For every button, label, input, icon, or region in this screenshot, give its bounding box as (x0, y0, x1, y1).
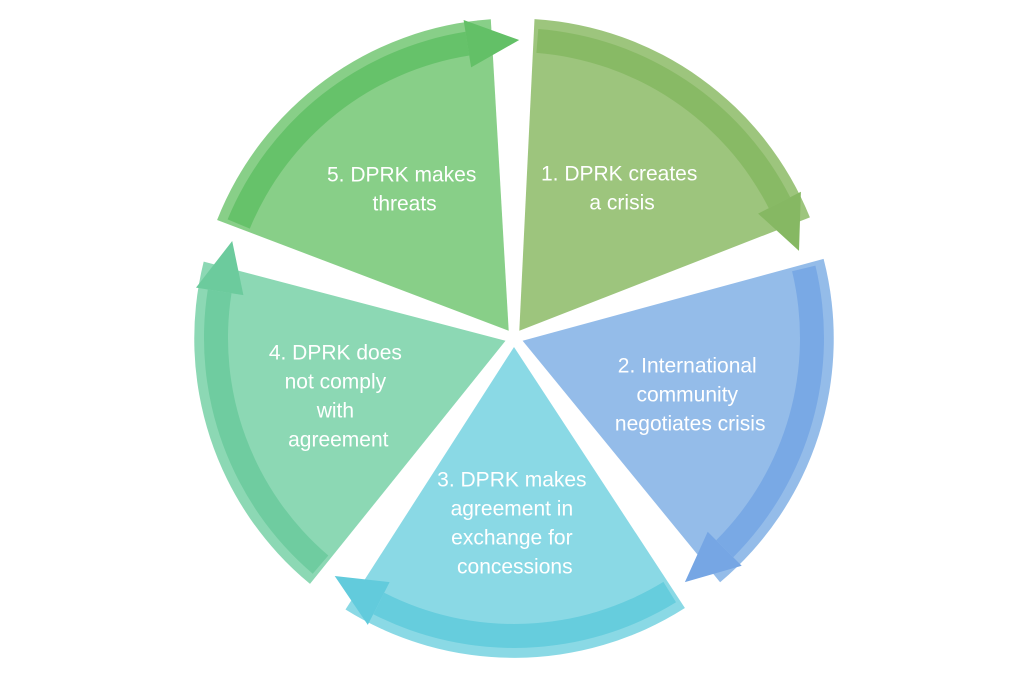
segment-3-arrow-head (334, 576, 390, 625)
segment-3-label: 3. DPRK makes agreement in exchange for … (437, 469, 592, 579)
segment-1: 1. DPRK creates a crisis (519, 19, 810, 331)
segment-3: 3. DPRK makes agreement in exchange for … (334, 347, 685, 658)
segment-5-arrow-head (463, 20, 520, 68)
segment-5-label: 5. DPRK makes threats (327, 163, 482, 215)
segment-4-label: 4. DPRK does not comply with agreement (269, 341, 408, 451)
segment-4-arrow-head (196, 241, 244, 296)
segment-4-arrow-band (203, 289, 329, 574)
segment-1-arrow-head (758, 191, 801, 251)
segment-3-wedge (345, 347, 685, 658)
segment-5: 5. DPRK makes threats (217, 19, 520, 331)
segment-2-label: 2. International community negotiates cr… (615, 354, 766, 435)
segment-2-arrow-band (716, 265, 824, 558)
segment-1-wedge (519, 19, 810, 331)
segment-3-arrow-band (373, 581, 676, 648)
segment-1-label: 1. DPRK creates a crisis (541, 162, 703, 214)
segment-5-arrow-band (227, 31, 470, 229)
segment-2-arrow-head (684, 531, 742, 583)
segment-1-arrow-band (536, 29, 791, 209)
segment-2: 2. International community negotiates cr… (522, 258, 834, 583)
segment-5-wedge (217, 19, 509, 331)
segment-4: 4. DPRK does not comply with agreement (194, 241, 506, 584)
